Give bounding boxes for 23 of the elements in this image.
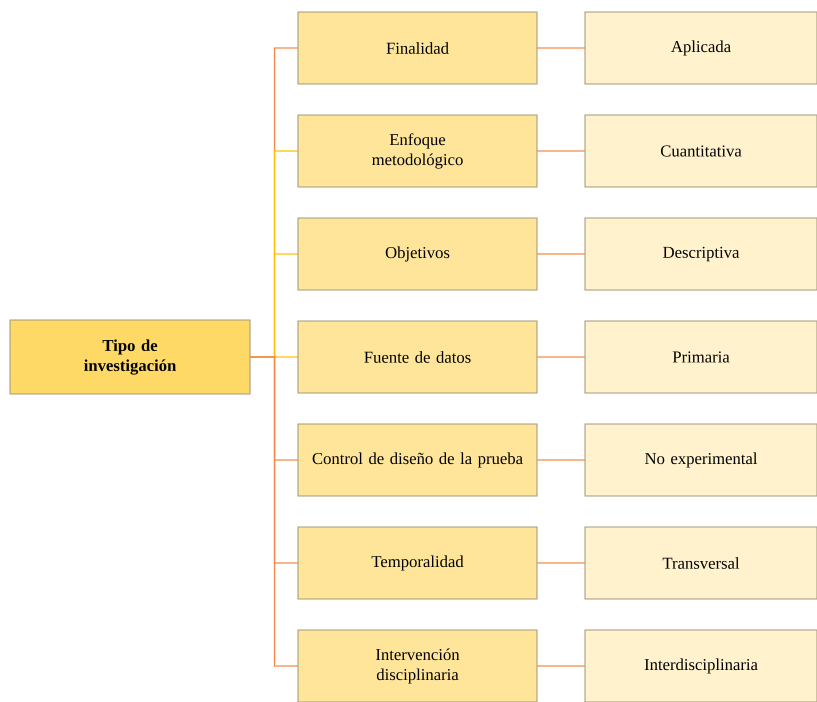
value-box: Transversal (584, 526, 817, 600)
connector-line (538, 356, 584, 358)
connector-line (538, 562, 584, 564)
value-box: Descriptiva (584, 217, 817, 291)
value-box: Interdisciplinaria (584, 629, 817, 702)
connector-line (538, 47, 584, 49)
criterion-box: Finalidad (297, 11, 538, 85)
value-box: Aplicada (584, 11, 817, 85)
value-box: No experimental (584, 423, 817, 497)
criterion-box: Objetivos (297, 217, 538, 291)
connector-line (538, 665, 584, 667)
criterion-box: Intervención disciplinaria (297, 629, 538, 702)
connector-line (538, 150, 584, 152)
value-box: Primaria (584, 320, 817, 394)
criterion-box: Enfoque metodológico (297, 114, 538, 188)
criterion-box: Fuente de datos (297, 320, 538, 394)
connector-line (538, 253, 584, 255)
value-box: Cuantitativa (584, 114, 817, 188)
connector-line (250, 356, 298, 667)
criterion-box: Control de diseño de la prueba (297, 423, 538, 497)
criterion-box: Temporalidad (297, 526, 538, 600)
category-box: Tipo de investigación (9, 319, 251, 395)
connector-line (538, 459, 584, 461)
